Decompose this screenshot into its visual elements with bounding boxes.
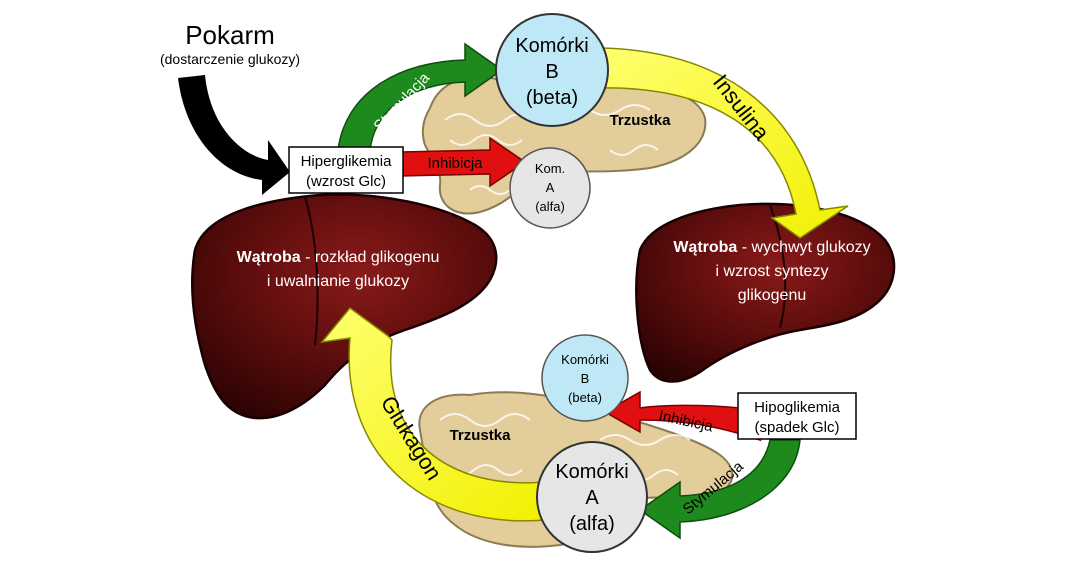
beta-cell-bottom [541,334,629,422]
food-subtitle: (dostarczenie glukozy) [160,51,300,67]
hypoglycemia-box [737,392,857,440]
inhibition-label-top: Inhibicja [427,155,483,172]
stimulation-arrow-top [337,42,504,151]
liver-right-rest: - wychwyt glukozy [737,239,870,256]
liver-left-bold: Wątroba [237,249,301,266]
liver-right-bold: Wątroba [673,239,737,256]
beta-top-line1: Komórki [515,35,588,57]
beta-top-line3: (beta) [526,87,578,109]
liver-left [190,193,498,420]
inhibition-arrow-top [399,136,527,188]
hyperglycemia-box [288,146,404,194]
alpha-top-line1: Kom. [535,161,565,176]
hypoglycemia-line1: Hipoglikemia [754,399,841,416]
pancreas-label-bottom: Trzustka [450,427,512,444]
alpha-cell-top [509,147,591,229]
hyperglycemia-line2: (wzrost Glc) [306,173,386,190]
liver-right-line3: glikogenu [738,287,807,304]
alpha-bottom-line1: Komórki [555,461,628,483]
alpha-bottom-line2: A [585,487,599,509]
liver-right-line2: i wzrost syntezy [716,263,829,280]
beta-bottom-line2: B [581,371,590,386]
liver-left-line1: Wątroba - rozkład glikogenu [237,249,440,266]
liver-left-line2: i uwalnianie glukozy [267,273,409,290]
alpha-bottom-line3: (alfa) [569,513,615,535]
inhibition-arrow-bottom [603,390,762,442]
beta-top-line2: B [545,61,558,83]
beta-bottom-line1: Komórki [561,352,609,367]
glucagon-arrow [320,306,546,522]
pancreas-label-top: Trzustka [610,112,672,129]
alpha-cell-bottom [536,441,648,553]
beta-cell-top [495,13,609,127]
liver-right [635,202,896,383]
liver-right-line1: Wątroba - wychwyt glukozy [673,239,870,256]
stimulation-arrow-bottom [638,439,801,540]
hypoglycemia-line2: (spadek Glc) [754,419,839,436]
food-arrow [178,75,290,195]
beta-bottom-line3: (beta) [568,390,602,405]
hyperglycemia-line1: Hiperglikemia [301,153,393,170]
liver-left-rest: - rozkład glikogenu [301,249,440,266]
alpha-top-line3: (alfa) [535,199,565,214]
alpha-top-line2: A [546,180,555,195]
insulin-arrow [599,47,849,239]
food-title: Pokarm [185,20,275,50]
